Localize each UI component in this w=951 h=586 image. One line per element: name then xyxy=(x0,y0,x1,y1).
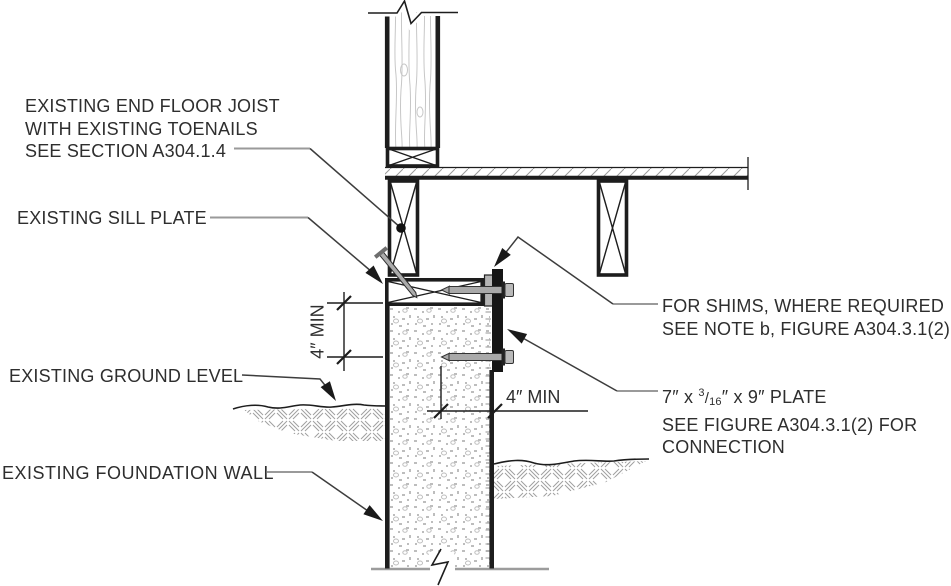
wall-stud xyxy=(368,0,458,148)
ground-right xyxy=(493,458,650,499)
leader-dot xyxy=(396,223,406,233)
anchor-bolt-lower xyxy=(440,348,514,366)
label-end-floor-joist: EXISTING END FLOOR JOIST WITH EXISTING T… xyxy=(25,95,280,163)
label-line: WITH EXISTING TOENAILS xyxy=(25,118,258,139)
dimension-horizontal-4min xyxy=(427,366,588,419)
label-line: SEE SECTION A304.1.4 xyxy=(25,141,227,161)
plate-size-slash: / xyxy=(704,390,710,407)
label-shims: FOR SHIMS, WHERE REQUIRED SEE NOTE b, FI… xyxy=(662,295,950,340)
ground-left xyxy=(232,403,387,441)
break-gap xyxy=(429,552,454,586)
label-line: SEE FIGURE A304.3.1(2) FOR xyxy=(662,414,918,435)
label-line: SEE NOTE b, FIGURE A304.3.1(2) xyxy=(662,318,951,339)
floor-sheathing xyxy=(385,157,749,190)
plate-size-pre: 7″ x xyxy=(662,387,699,407)
dim-text-horizontal: 4″ MIN xyxy=(506,387,561,407)
foundation-wall xyxy=(371,306,549,586)
label-line: CONNECTION xyxy=(662,437,785,457)
leader-steel-plate xyxy=(507,329,658,392)
plate-size-post: ″ x 9″ PLATE xyxy=(721,387,827,407)
label-sill-plate: EXISTING SILL PLATE xyxy=(17,207,207,230)
label-steel-plate: 7″ x 3/16″ x 9″ PLATE SEE FIGURE A304.3.… xyxy=(662,382,917,459)
floor-joist xyxy=(596,179,629,277)
label-line: EXISTING END FLOOR JOIST xyxy=(25,96,280,116)
plate-size-denominator: 16 xyxy=(709,396,722,408)
label-line: FOR SHIMS, WHERE REQUIRED xyxy=(662,296,945,316)
steel-plate xyxy=(492,269,503,372)
foundation-face-ticks xyxy=(485,311,491,559)
toenail xyxy=(373,246,418,299)
label-ground-level: EXISTING GROUND LEVEL xyxy=(9,365,243,388)
leader-foundation-wall xyxy=(267,471,383,521)
plate-size-numerator: 3 xyxy=(698,387,705,399)
arrowhead xyxy=(365,265,383,284)
leader-sill-plate xyxy=(210,216,383,284)
leader-shims xyxy=(494,235,658,305)
arrowhead xyxy=(507,329,528,344)
label-line: EXISTING SILL PLATE xyxy=(17,208,207,228)
top-break-symbol xyxy=(368,0,458,26)
foundation-concrete xyxy=(389,306,490,567)
arrowhead xyxy=(494,248,511,267)
anchor-bolt-upper xyxy=(440,281,514,299)
dim-text-vertical: 4″ MIN xyxy=(307,304,328,359)
arrowhead xyxy=(320,381,336,401)
dimension-vertical-4min xyxy=(327,292,383,371)
leader-ground-level xyxy=(241,374,336,401)
label-line-plate-size: 7″ x 3/16″ x 9″ PLATE xyxy=(662,382,917,414)
label-foundation-wall: EXISTING FOUNDATION WALL xyxy=(2,462,274,485)
end-floor-joist xyxy=(387,179,420,277)
wall-bottom-plate xyxy=(385,146,440,168)
bottom-break-symbol xyxy=(430,548,450,586)
arrowhead xyxy=(363,505,383,521)
leader-end-joist xyxy=(234,147,406,233)
stud-wood-grain xyxy=(390,12,435,147)
label-line: EXISTING GROUND LEVEL xyxy=(9,366,244,386)
label-line: EXISTING FOUNDATION WALL xyxy=(2,463,275,483)
